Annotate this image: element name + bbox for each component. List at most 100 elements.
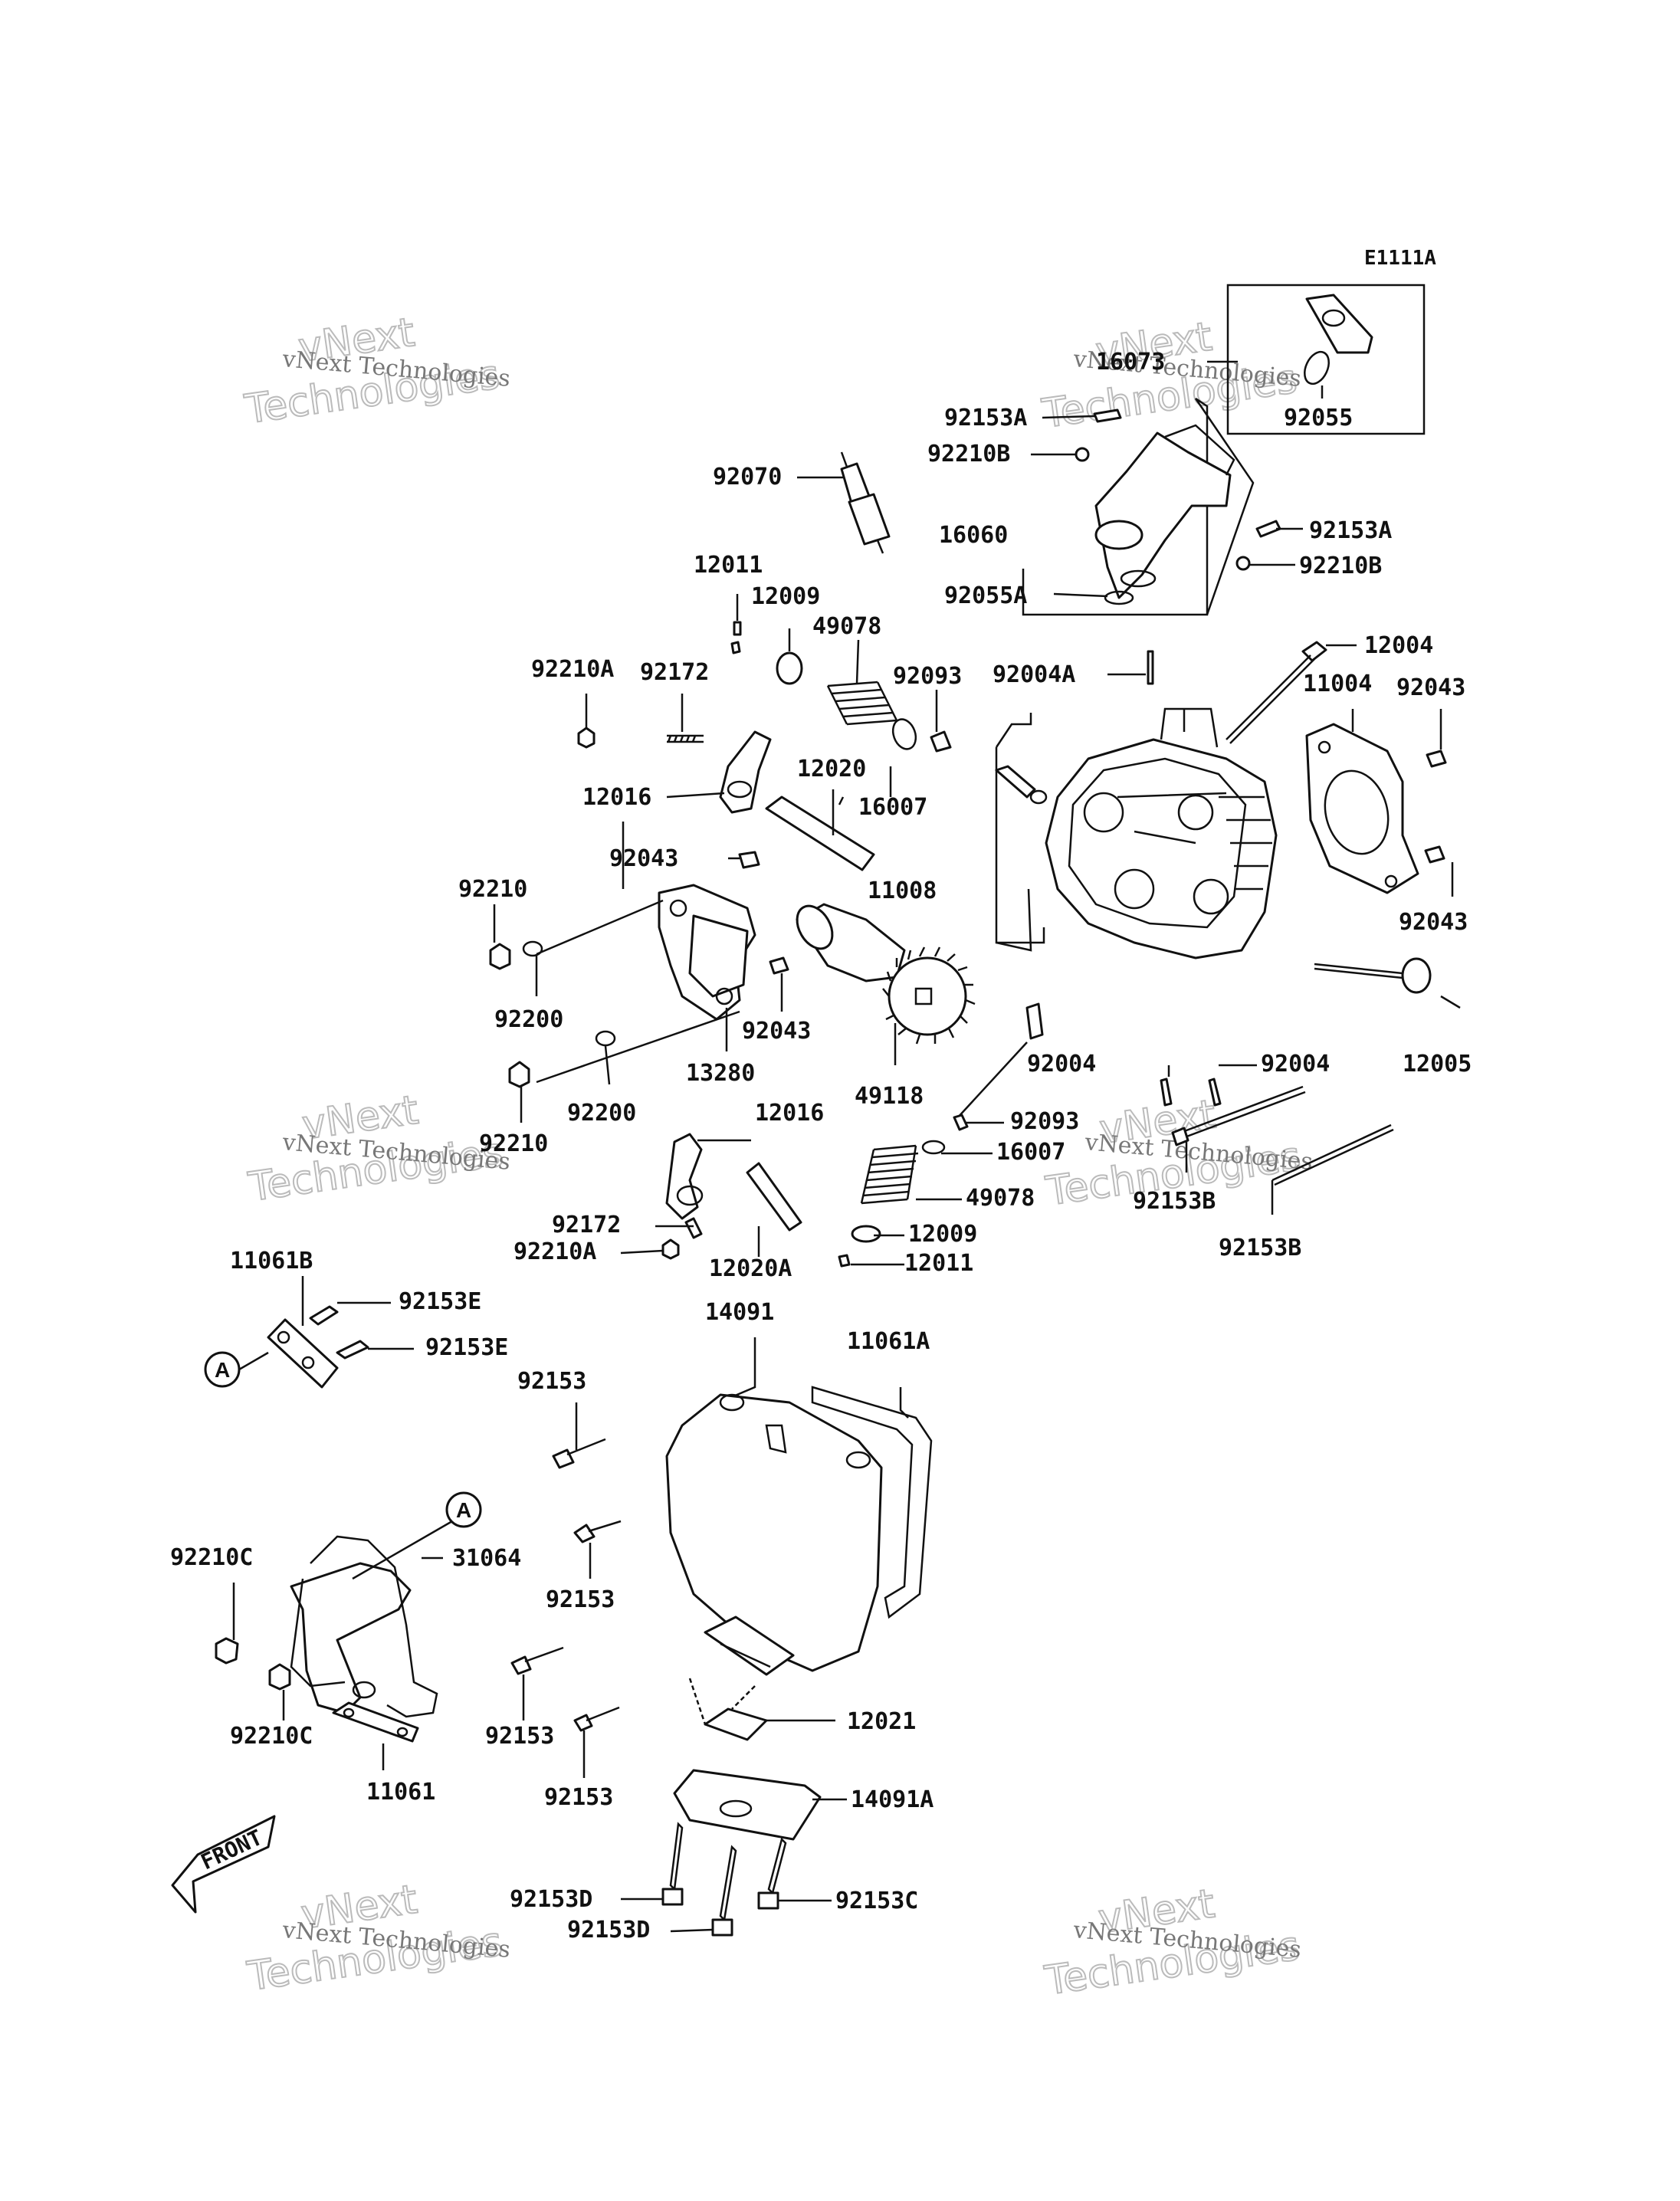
part-label: 92153 — [485, 1723, 554, 1750]
gasket-o-ring-part — [1304, 350, 1330, 385]
head-gasket-part — [1305, 723, 1419, 894]
cap-nut-part — [489, 943, 530, 1088]
rocker-shaft-part — [765, 795, 875, 871]
part-label: 12011 — [694, 552, 763, 579]
valve-seal-part — [891, 718, 917, 750]
part-label: 92153D — [510, 1886, 592, 1913]
part-label: 11008 — [868, 877, 937, 904]
part-label: 16073 — [1096, 349, 1165, 376]
part-label: 92210A — [514, 1238, 596, 1265]
spark-plug-part — [840, 451, 891, 554]
part-label: 92043 — [1396, 674, 1465, 701]
part-label: 16060 — [939, 522, 1008, 549]
head-group-bracket — [995, 713, 1045, 944]
leader-lines — [232, 415, 1461, 1933]
small-plug-part — [738, 851, 760, 869]
rocker-arm-part — [719, 730, 772, 814]
head-stud-lines — [1160, 707, 1219, 748]
part-label: 12005 — [1403, 1051, 1472, 1078]
retainer-lower-part — [851, 1225, 881, 1243]
cotter-part — [730, 621, 742, 654]
part-label: 92153 — [546, 1586, 615, 1613]
part-label: 92093 — [1010, 1108, 1079, 1135]
handle-bracket-part — [290, 1535, 438, 1718]
valve-seal-lower-part — [921, 1140, 946, 1155]
part-label: 92055 — [1284, 405, 1353, 431]
part-label: 12009 — [751, 583, 820, 610]
part-label: 92093 — [893, 663, 962, 690]
part-label: 92200 — [567, 1100, 636, 1127]
stud-part — [667, 734, 704, 743]
callout-leader — [352, 1520, 453, 1580]
dashed-lines — [688, 1678, 756, 1725]
bolt-92153E-part — [309, 1305, 369, 1360]
part-label: 13280 — [686, 1060, 755, 1087]
cover-gasket-part — [811, 1386, 933, 1619]
part-label: 92043 — [609, 845, 678, 872]
part-label: 92153A — [1309, 517, 1392, 544]
heat-insulator-part — [1305, 294, 1373, 354]
part-label: 92200 — [494, 1006, 563, 1033]
intake-group-bracket — [1022, 397, 1255, 616]
part-label: 11061 — [366, 1779, 435, 1806]
part-label: 92055A — [944, 582, 1027, 609]
part-label: 16007 — [858, 794, 927, 821]
part-label: 92153 — [517, 1368, 586, 1395]
part-label: 12016 — [582, 784, 651, 811]
rocker-arm-lower-part — [665, 1133, 704, 1220]
valve-spring-lower-part — [860, 1144, 919, 1205]
part-label: 92153 — [544, 1784, 613, 1811]
part-label: 92210 — [479, 1130, 548, 1157]
part-label: 92004A — [993, 661, 1075, 688]
part-label: 31064 — [452, 1545, 521, 1572]
valve-stem-lower-part — [953, 1114, 969, 1131]
intake-pipe-part — [1094, 424, 1235, 599]
part-label: 16007 — [996, 1139, 1065, 1166]
cam-sprocket-part — [882, 946, 976, 1045]
part-label: 92153E — [399, 1288, 481, 1315]
plate-11061-part — [332, 1701, 419, 1743]
inset-frame — [1226, 284, 1426, 435]
part-label: 92153B — [1219, 1235, 1301, 1261]
front-label: FRONT — [197, 1825, 266, 1875]
part-label: 92172 — [552, 1212, 621, 1238]
cylinder-head-part — [1045, 738, 1278, 959]
part-label: 92004 — [1027, 1051, 1096, 1078]
rocker-shaft-lower-part — [746, 1162, 802, 1232]
head-cover-part — [665, 1393, 883, 1676]
cam-holder-part — [658, 884, 756, 1021]
callout-letter: A — [456, 1498, 471, 1522]
part-label: 11061A — [847, 1328, 930, 1355]
part-label: 14091A — [851, 1786, 934, 1813]
part-label: 12021 — [847, 1708, 916, 1735]
part-label: 12020A — [709, 1255, 792, 1282]
part-label: 92070 — [713, 464, 782, 490]
callout-circle-a-right — [445, 1491, 482, 1528]
part-label: 92153A — [944, 405, 1027, 431]
valve-stem-part — [995, 765, 1048, 1040]
leader-92093-lower — [956, 1041, 1028, 1120]
part-label: 92210B — [1299, 553, 1382, 579]
part-label: 92153E — [425, 1334, 508, 1361]
part-label: 92043 — [1399, 909, 1468, 936]
stud-lower-part — [684, 1217, 703, 1239]
bolt-92153-part — [510, 1438, 622, 1732]
bolt-92153D-part — [661, 1822, 737, 1937]
part-label: 12011 — [904, 1250, 973, 1277]
nut-lower-part — [661, 1238, 680, 1260]
breather-plate-part — [704, 1707, 768, 1741]
bolt-92153C-part — [757, 1837, 787, 1910]
part-label: 12020 — [797, 756, 866, 782]
front-direction-arrow: FRONT — [171, 1815, 276, 1914]
part-label: 92210B — [927, 441, 1010, 467]
leader-11061A — [899, 1387, 909, 1419]
part-label: 12009 — [908, 1221, 977, 1248]
callout-letter: A — [215, 1358, 230, 1382]
part-label: 49118 — [855, 1083, 924, 1110]
intake-valve-part — [1314, 957, 1432, 994]
valve-guide-part — [1147, 650, 1222, 1107]
part-label: 92004 — [1261, 1051, 1330, 1078]
part-label: 11061B — [230, 1248, 313, 1274]
